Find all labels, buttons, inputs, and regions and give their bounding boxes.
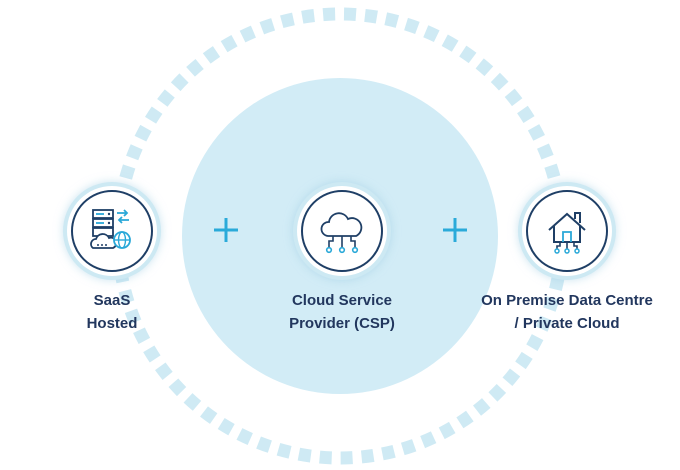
onprem-label: On Premise Data Centre / Private Cloud — [462, 289, 672, 335]
server-cloud-globe-icon — [90, 209, 131, 249]
plus-icon — [443, 218, 467, 242]
house-network-icon — [548, 212, 586, 254]
saas-label-line1: SaaS — [93, 292, 131, 309]
csp-label-line1: Cloud Service — [291, 292, 393, 309]
cloud-network-icon — [320, 212, 363, 254]
saas-label-line2: Hosted — [86, 315, 138, 332]
saas-label: SaaS Hosted — [62, 289, 162, 335]
saas-node — [67, 186, 157, 276]
plus-icon — [214, 218, 238, 242]
onprem-node — [522, 186, 612, 276]
onprem-label-line1: On Premise Data Centre — [481, 292, 653, 309]
csp-label-line2: Provider (CSP) — [289, 315, 395, 332]
csp-label: Cloud Service Provider (CSP) — [262, 289, 422, 335]
csp-node — [297, 186, 387, 276]
onprem-label-line2: / Private Cloud — [514, 315, 620, 332]
